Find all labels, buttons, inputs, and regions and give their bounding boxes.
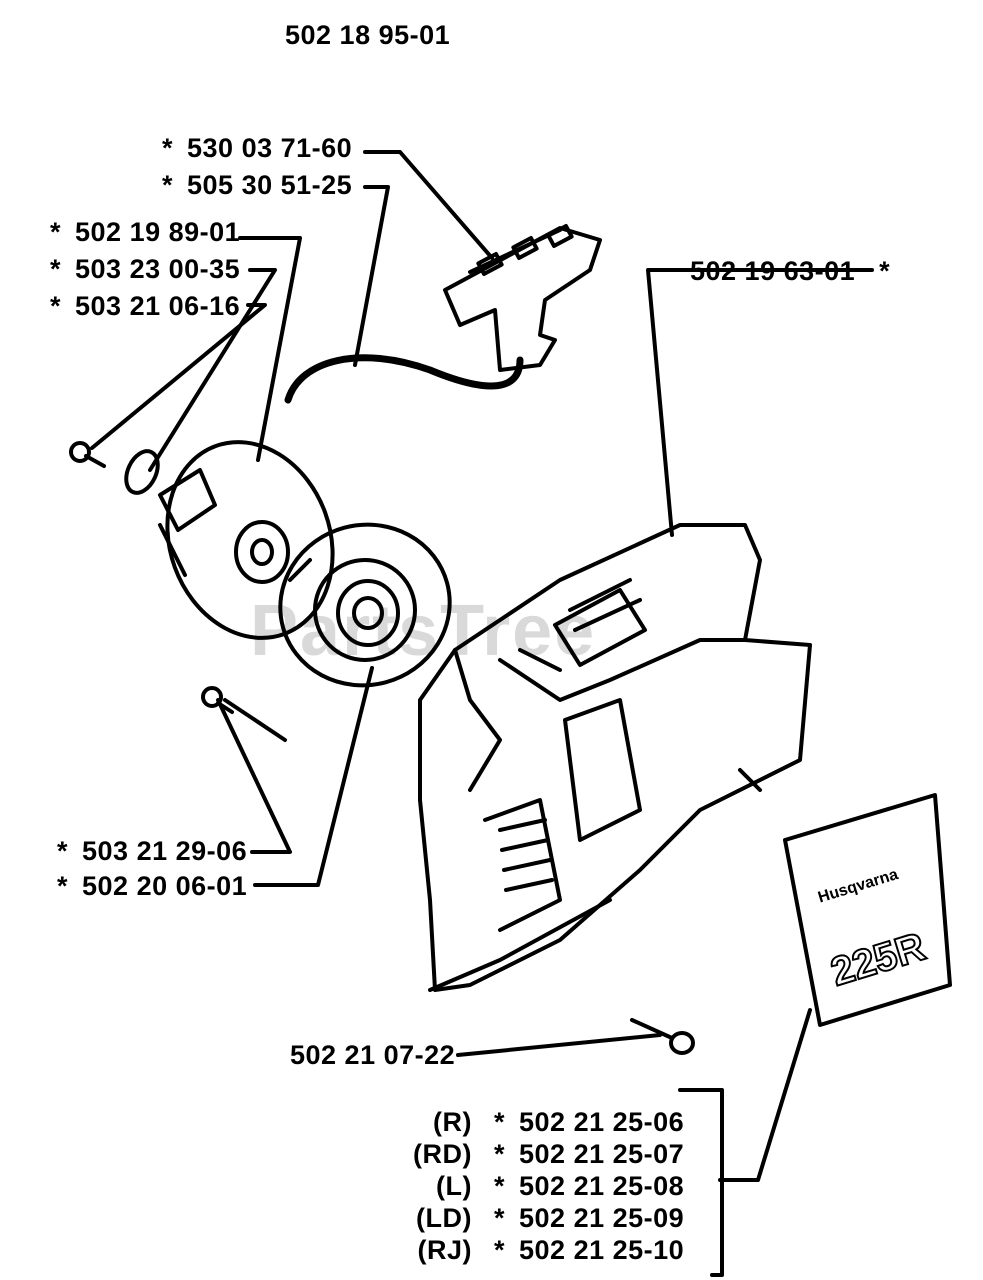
bracket-decal — [678, 1088, 724, 1277]
decal-variant-rj: (RJ)*502 21 25-10 — [417, 1235, 685, 1265]
leader-washer — [148, 268, 277, 472]
starter-handle — [443, 224, 602, 372]
label-rope: *505 30 51-25 — [162, 170, 353, 200]
decal-variant-l: (L)*502 21 25-08 — [436, 1171, 685, 1201]
leader-handle — [363, 150, 494, 260]
leader-pulley — [238, 236, 302, 462]
spring-housing — [278, 522, 452, 688]
label-spring: *502 20 06-01 — [57, 871, 248, 901]
decal — [783, 793, 952, 1027]
starter-cover — [418, 523, 812, 992]
cover-screw — [630, 1018, 695, 1055]
assembly-number: 502 18 95-01 — [285, 20, 451, 50]
decal-variant-r: (R)*502 21 25-06 — [433, 1107, 685, 1137]
pulley — [158, 440, 335, 640]
decal-model: 225R — [826, 925, 930, 995]
leader-cover-screw — [456, 1033, 662, 1057]
label-handle: *530 03 71-60 — [162, 133, 353, 163]
label-spring-screw: *503 21 29-06 — [57, 836, 248, 866]
leader-decal — [718, 1008, 812, 1182]
decal-variant-ld: (LD)*502 21 25-09 — [416, 1203, 685, 1233]
small-screw — [69, 441, 106, 468]
leader-cover — [646, 268, 874, 537]
label-screw: *503 21 06-16 — [50, 291, 241, 321]
leader-spring-screw — [216, 698, 292, 854]
decal-variant-rd: (RD)*502 21 25-07 — [413, 1139, 685, 1169]
starter-rope — [284, 354, 524, 404]
label-pulley: *502 19 89-01 — [50, 217, 241, 247]
label-cover-screw: 502 21 07-22 — [290, 1040, 456, 1070]
spring-screw — [201, 686, 234, 714]
washer — [124, 449, 160, 495]
leader-rope — [353, 185, 390, 367]
label-cover: 502 19 63-01* — [690, 256, 891, 286]
decal-brand: Husqvarna — [816, 866, 900, 906]
leader-screw — [90, 303, 267, 450]
leader-spring — [253, 666, 374, 887]
label-washer: *503 23 00-35 — [50, 254, 241, 284]
leader-spring-screw-2 — [223, 698, 287, 742]
